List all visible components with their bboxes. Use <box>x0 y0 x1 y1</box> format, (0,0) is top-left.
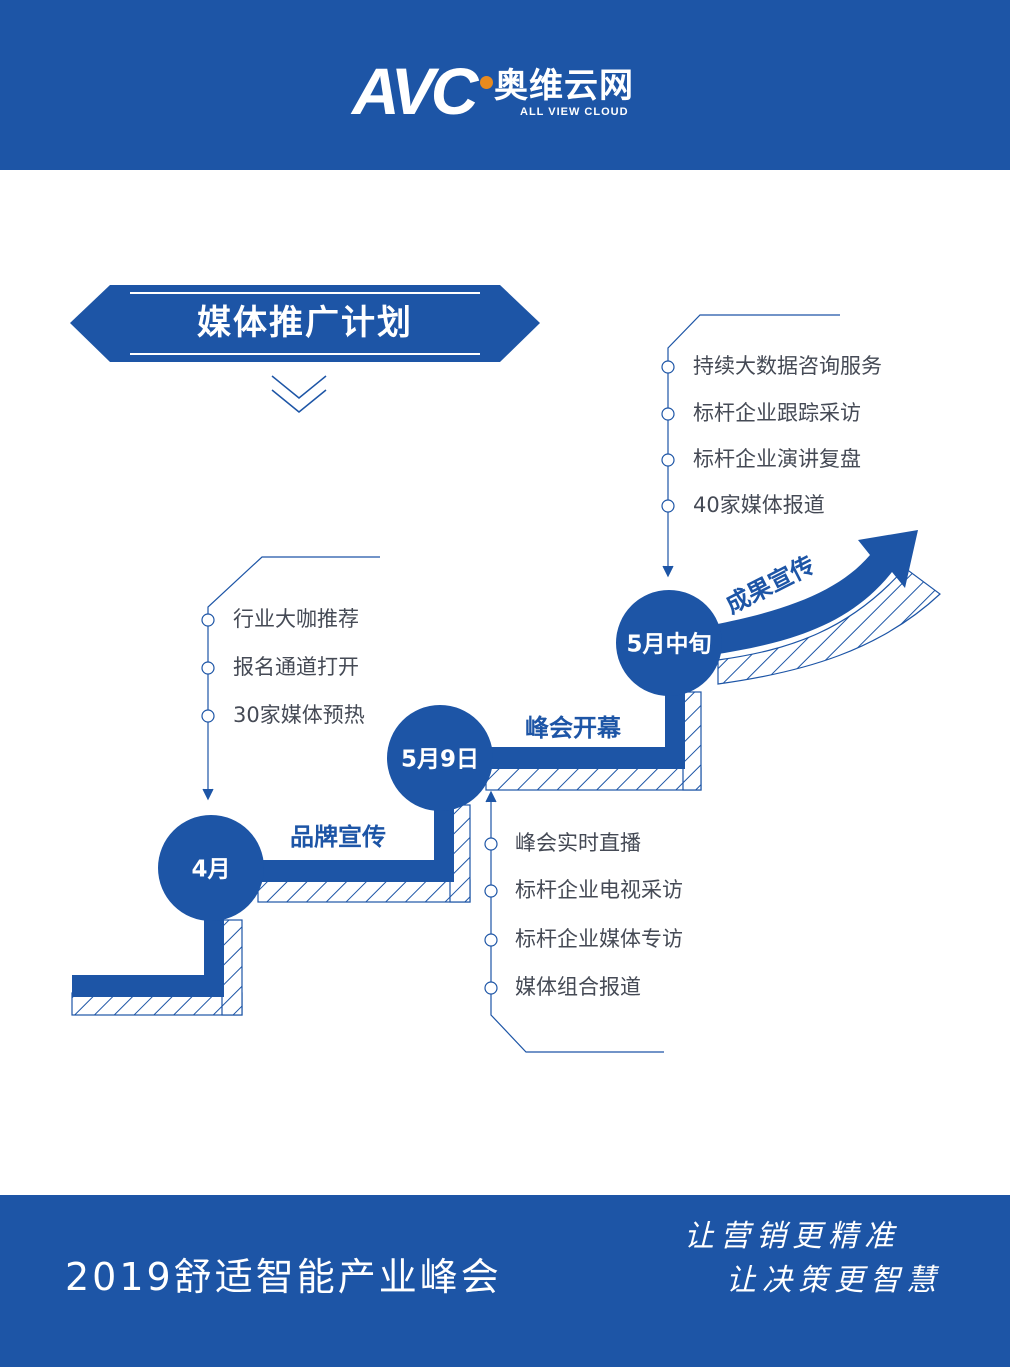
chevron-down-icon <box>271 375 327 413</box>
list-item: 媒体组合报道 <box>515 975 641 999</box>
list-item: 30家媒体预热 <box>233 703 365 727</box>
title-banner-top-line <box>130 292 480 294</box>
footer-bar <box>0 1195 1010 1367</box>
node-label-may9: 5月9日 <box>400 746 480 773</box>
list-item: 标杆企业跟踪采访 <box>693 401 861 425</box>
logo-en-text: ALL VIEW CLOUD <box>520 106 629 118</box>
staircase-shadow <box>71 567 941 1016</box>
stage-label-brand: 品牌宣传 <box>290 823 386 851</box>
timeline-diagram <box>71 314 941 1053</box>
list-item: 峰会实时直播 <box>515 831 641 855</box>
april-list-connector <box>201 556 380 801</box>
node-label-april: 4月 <box>191 856 231 883</box>
slogan-line-2: 让决策更智慧 <box>726 1263 942 1298</box>
page-title: 媒体推广计划 <box>197 303 413 343</box>
logo-dot-icon <box>480 76 493 89</box>
list-item: 标杆企业演讲复盘 <box>693 447 861 471</box>
list-item: 行业大咖推荐 <box>233 607 359 631</box>
list-item: 持续大数据咨询服务 <box>693 354 882 378</box>
logo-mark: AVC <box>352 54 478 128</box>
header-bar <box>0 0 1010 170</box>
title-banner: 媒体推广计划 <box>70 285 540 362</box>
stage-label-opening: 峰会开幕 <box>525 714 621 742</box>
list-item: 报名通道打开 <box>233 655 359 679</box>
list-item: 标杆企业媒体专访 <box>515 927 683 951</box>
node-label-mid-may: 5月中旬 <box>626 631 712 658</box>
footer-title: 2019舒适智能产业峰会 <box>65 1255 502 1299</box>
list-item: 40家媒体报道 <box>693 493 825 517</box>
mid-may-list-connector <box>661 314 840 578</box>
list-item: 标杆企业电视采访 <box>515 878 683 902</box>
may9-list-connector <box>484 790 664 1053</box>
node-mid-may <box>616 590 722 696</box>
node-april <box>158 815 264 921</box>
title-banner-bottom-line <box>130 353 480 355</box>
staircase-path <box>72 530 918 997</box>
slogan-line-1: 让营销更精准 <box>684 1219 900 1254</box>
logo-cn-text: 奥维云网 <box>494 66 634 106</box>
node-may9 <box>387 705 493 811</box>
